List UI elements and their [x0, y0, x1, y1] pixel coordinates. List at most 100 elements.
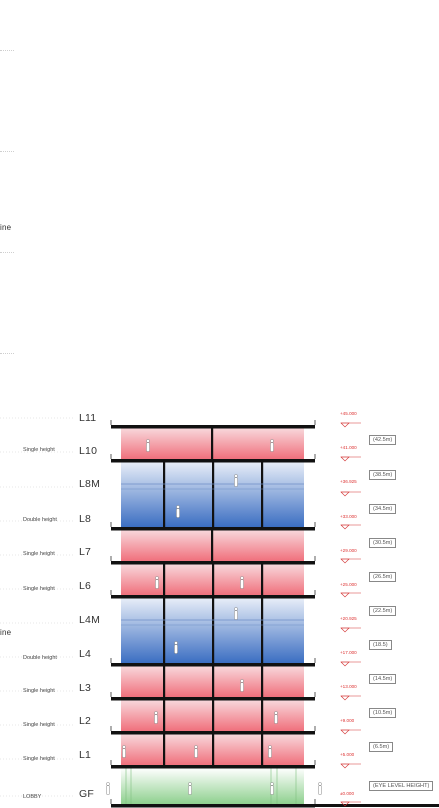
floor-slab	[111, 731, 315, 735]
person-figure	[155, 579, 159, 589]
eye-height-box: (EYE LEVEL HEIGHT)	[369, 781, 434, 791]
elevation-label: +33.000	[340, 514, 357, 519]
height-label: Single height	[23, 551, 55, 557]
mullion	[212, 666, 215, 697]
elevation-marker	[340, 627, 350, 633]
person-figure	[174, 641, 178, 645]
level-label: L2	[79, 715, 92, 727]
elevation-marker	[340, 592, 350, 598]
mullion	[261, 462, 264, 527]
mullion	[212, 564, 215, 595]
left-fragment-text: ine	[0, 223, 12, 232]
mullion	[261, 734, 264, 765]
person-figure	[234, 474, 238, 478]
eye-height-box: (34.5m)	[369, 504, 397, 514]
eye-height-box: (38.5m)	[369, 470, 397, 480]
elevation-marker	[340, 456, 350, 462]
elevation-marker	[340, 661, 350, 667]
height-label: Double height	[23, 655, 57, 661]
person-figure	[106, 782, 110, 786]
person-figure	[240, 576, 244, 580]
floor-slab	[111, 459, 315, 463]
person-figure	[318, 782, 322, 786]
elevation-marker	[340, 763, 350, 769]
person-figure	[270, 439, 274, 443]
person-figure	[154, 714, 158, 724]
elevation-label: ±0.000	[340, 791, 355, 796]
mullion	[211, 428, 214, 459]
elevation-label: +29.000	[340, 548, 357, 553]
elevation-marker	[340, 491, 350, 497]
left-fragment-text: ine	[0, 628, 12, 637]
elevation-label: +20.925	[340, 616, 357, 621]
mullion	[212, 598, 215, 663]
mullion	[163, 598, 166, 663]
person-figure	[106, 785, 110, 795]
floor-slab	[111, 697, 315, 701]
person-figure	[155, 576, 159, 580]
person-figure	[146, 439, 150, 443]
person-figure	[274, 711, 278, 715]
person-figure	[154, 711, 158, 715]
elevation-label: +9.000	[340, 718, 355, 723]
elevation-label: +45.000	[340, 411, 357, 416]
person-figure	[176, 508, 180, 518]
elevation-marker	[340, 422, 350, 428]
person-figure	[268, 745, 272, 749]
person-figure	[188, 785, 192, 795]
person-figure	[234, 477, 238, 487]
height-label: Single height	[23, 756, 55, 762]
mullion	[211, 530, 214, 561]
guide-line	[0, 353, 14, 354]
eye-height-box: (6.5m)	[369, 742, 394, 752]
elevation-label: +41.000	[340, 445, 357, 450]
floor-slab	[111, 663, 315, 667]
level-label: L3	[79, 682, 92, 694]
level-label: L4M	[79, 614, 101, 626]
guide-line	[0, 252, 14, 253]
eye-height-box: (42.5m)	[369, 435, 397, 445]
elevation-marker	[340, 558, 350, 564]
person-figure	[194, 745, 198, 749]
person-figure	[194, 748, 198, 758]
person-figure	[268, 748, 272, 758]
floor-slab	[111, 561, 315, 565]
ground-line	[111, 804, 439, 807]
level-label: L7	[79, 546, 92, 558]
eye-height-box: (18.5)	[369, 640, 392, 650]
level-label: GF	[79, 788, 94, 800]
floor-slab	[111, 595, 315, 599]
height-label: Single height	[23, 688, 55, 694]
person-figure	[122, 748, 126, 758]
mullion	[261, 598, 264, 663]
person-figure	[270, 785, 274, 795]
elevation-marker	[340, 695, 350, 701]
mullion	[261, 666, 264, 697]
level-label: L1	[79, 749, 92, 761]
person-figure	[270, 442, 274, 452]
mullion	[261, 564, 264, 595]
elevation-label: +17.000	[340, 650, 357, 655]
level-label: L4	[79, 648, 92, 660]
person-figure	[122, 745, 126, 749]
mullion	[163, 462, 166, 527]
elevation-label: +36.925	[340, 479, 357, 484]
mullion	[212, 700, 215, 731]
height-label: LOBBY	[23, 794, 42, 800]
level-label: L6	[79, 580, 92, 592]
level-label: L8	[79, 513, 92, 525]
floor-slab	[111, 425, 315, 429]
eye-height-box: (22.5m)	[369, 606, 397, 616]
mullion	[163, 666, 166, 697]
elevation-label: +13.000	[340, 684, 357, 689]
elevation-marker	[340, 729, 350, 735]
height-label: Single height	[23, 447, 55, 453]
guide-line	[0, 151, 14, 152]
person-figure	[240, 679, 244, 683]
mullion	[163, 700, 166, 731]
mullion	[212, 462, 215, 527]
person-figure	[240, 682, 244, 692]
elevation-label: +5.000	[340, 752, 355, 757]
eye-height-box: (30.5m)	[369, 538, 397, 548]
